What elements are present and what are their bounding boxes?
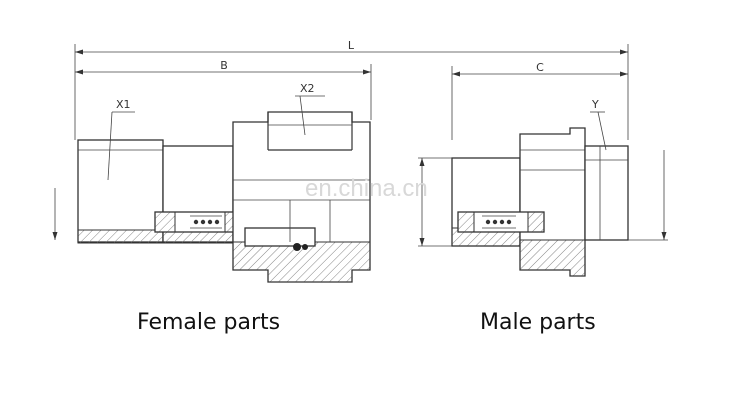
callout-x1: X1 (107, 98, 135, 181)
callout-x2: X2 (295, 82, 325, 136)
female-spring (190, 215, 222, 229)
dimension-c-label: C (536, 61, 544, 74)
male-spring (482, 215, 516, 229)
female-part (52, 111, 371, 283)
dimension-b-label: B (220, 59, 228, 72)
caption-male-parts: Male parts (480, 310, 596, 335)
dimension-b: B (75, 59, 372, 120)
dimension-l: L (74, 39, 629, 140)
caption-female-parts: Female parts (137, 310, 281, 335)
callout-y-label: Y (591, 98, 599, 111)
callout-y: Y (590, 98, 607, 151)
watermark-text: en.china.cn (305, 175, 428, 202)
callout-x2-label: X2 (300, 82, 315, 95)
callout-x1-label: X1 (116, 98, 131, 111)
dimension-l-label: L (348, 39, 355, 52)
dimension-c: C (451, 61, 628, 140)
male-part (418, 127, 668, 277)
